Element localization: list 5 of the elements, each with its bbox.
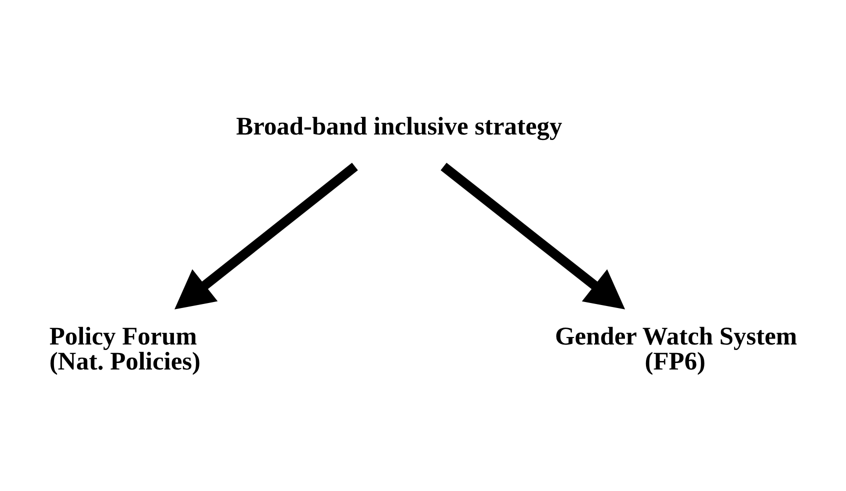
node-text: Gender Watch System (FP6): [554, 320, 798, 376]
node-text: Policy Forum (Nat. Policies): [49, 320, 201, 376]
arrow: [174, 162, 358, 309]
arrow: [440, 162, 626, 309]
node-text: Broad-band inclusive strategy: [236, 110, 562, 140]
